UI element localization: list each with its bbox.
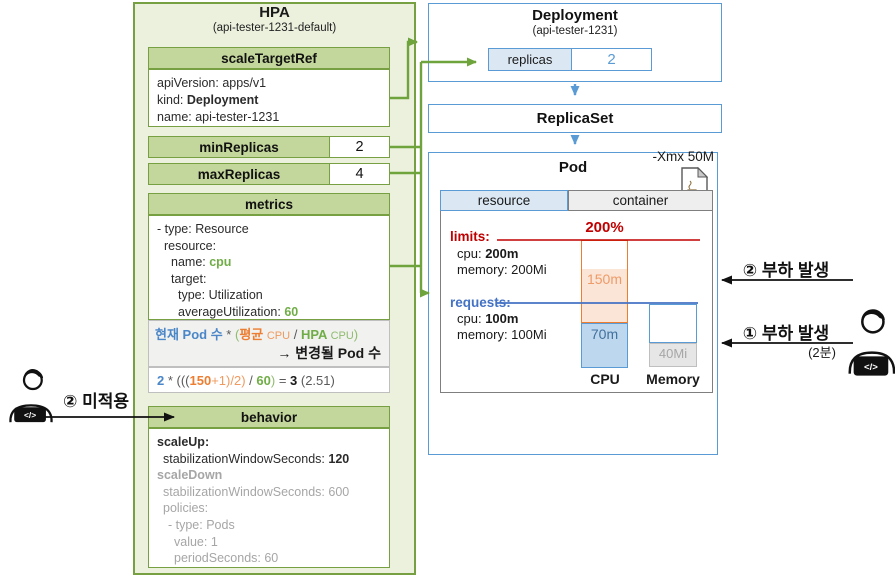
cpu-usage-label: 150m xyxy=(586,271,623,287)
scale-target-ref-header: scaleTargetRef xyxy=(148,47,390,69)
min-replicas-label: minReplicas xyxy=(148,136,330,158)
load-event-1-duration: (2분) xyxy=(808,345,836,360)
replicas-label-cell: replicas xyxy=(488,48,572,71)
not-applied-label: ② 미적용 xyxy=(63,392,130,411)
cpu-usage-fill xyxy=(582,269,627,322)
scaling-calculation: 2 * (((150+1)/2) / 60) = 3 (2.51) xyxy=(148,367,390,393)
cpu-limit-percent: 200% xyxy=(585,219,624,236)
limits-memory: memory: 200Mi xyxy=(457,262,547,277)
memory-usage-label: 40Mi xyxy=(658,346,688,361)
container-column-header: container xyxy=(568,190,713,211)
yaml-down-window: stabilizationWindowSeconds: 600 xyxy=(163,484,350,499)
cpu-axis-label: CPU xyxy=(590,371,620,387)
load-event-1-label: ① 부하 발생 xyxy=(742,324,830,343)
yaml-resource-name: name: cpu xyxy=(171,255,232,269)
requests-memory: memory: 100Mi xyxy=(457,327,547,342)
yaml-metric-type: - type: Resource xyxy=(157,222,249,236)
requests-label: requests: xyxy=(450,295,511,310)
cpu-request-label: 70m xyxy=(590,326,619,342)
deployment-subtitle: (api-tester-1231) xyxy=(532,25,618,37)
limits-label: limits: xyxy=(450,229,490,244)
developer-icon: </> xyxy=(5,368,57,424)
yaml-up-window: stabilizationWindowSeconds: 120 xyxy=(163,451,350,466)
hpa-subtitle: (api-tester-1231-default) xyxy=(212,22,337,34)
scaling-formula-box: 현재 Pod 수 * (평균 CPU / HPA CPU) → 변경될 Pod … xyxy=(148,320,390,367)
scale-target-ref-body: apiVersion: apps/v1 kind: Deployment nam… xyxy=(148,69,390,127)
developer-icon: </> xyxy=(845,306,895,378)
cpu-request-bar xyxy=(581,323,628,368)
deployment-title: Deployment xyxy=(532,7,618,24)
behavior-header: behavior xyxy=(148,406,390,428)
max-replicas-value: 4 xyxy=(329,163,390,185)
requests-cpu: cpu: 100m xyxy=(457,311,519,326)
yaml-resource: resource: xyxy=(164,238,217,253)
svg-text:</>: </> xyxy=(864,362,878,373)
replicas-value-cell: 2 xyxy=(571,48,652,71)
yaml-api-version: apiVersion: apps/v1 xyxy=(157,76,267,90)
yaml-policy-period: periodSeconds: 60 xyxy=(174,551,279,566)
yaml-policy-value: value: 1 xyxy=(174,534,218,549)
memory-usage-bar xyxy=(649,343,697,367)
yaml-policy-type: - type: Pods xyxy=(168,517,235,532)
behavior-body: scaleUp: stabilizationWindowSeconds: 120… xyxy=(148,428,390,568)
svg-text:</>: </> xyxy=(24,410,36,420)
replicaset-box: ReplicaSet xyxy=(428,104,722,133)
yaml-average-utilization: averageUtilization: 60 xyxy=(178,304,299,319)
scaling-formula-result: → 변경될 Pod 수 xyxy=(277,345,381,361)
pod-title: Pod xyxy=(558,159,588,176)
scaling-formula-line: 현재 Pod 수 * (평균 CPU / HPA CPU) xyxy=(155,327,359,342)
yaml-kind: kind: Deployment xyxy=(157,93,259,107)
memory-request-bar xyxy=(649,304,697,343)
yaml-name: name: api-tester-1231 xyxy=(157,110,280,124)
load-event-2-label: ② 부하 발생 xyxy=(742,261,830,280)
limits-cpu: cpu: 200m xyxy=(457,246,519,261)
jvm-xmx-option: -Xmx 50M xyxy=(652,149,714,164)
yaml-policies: policies: xyxy=(163,501,209,516)
resource-column-header: resource xyxy=(440,190,568,211)
memory-axis-label: Memory xyxy=(646,371,700,387)
yaml-scale-down: scaleDown xyxy=(157,468,223,483)
min-replicas-value: 2 xyxy=(329,136,390,158)
yaml-scale-up: scaleUp: xyxy=(157,435,210,449)
max-replicas-label: maxReplicas xyxy=(148,163,330,185)
cpu-limit-bar xyxy=(581,240,628,323)
hpa-title: HPA xyxy=(259,4,290,21)
metrics-header: metrics xyxy=(148,193,390,215)
yaml-target-type: type: Utilization xyxy=(178,288,263,302)
metrics-body: - type: Resource resource: name: cpu tar… xyxy=(148,215,390,320)
yaml-target: target: xyxy=(171,271,207,286)
